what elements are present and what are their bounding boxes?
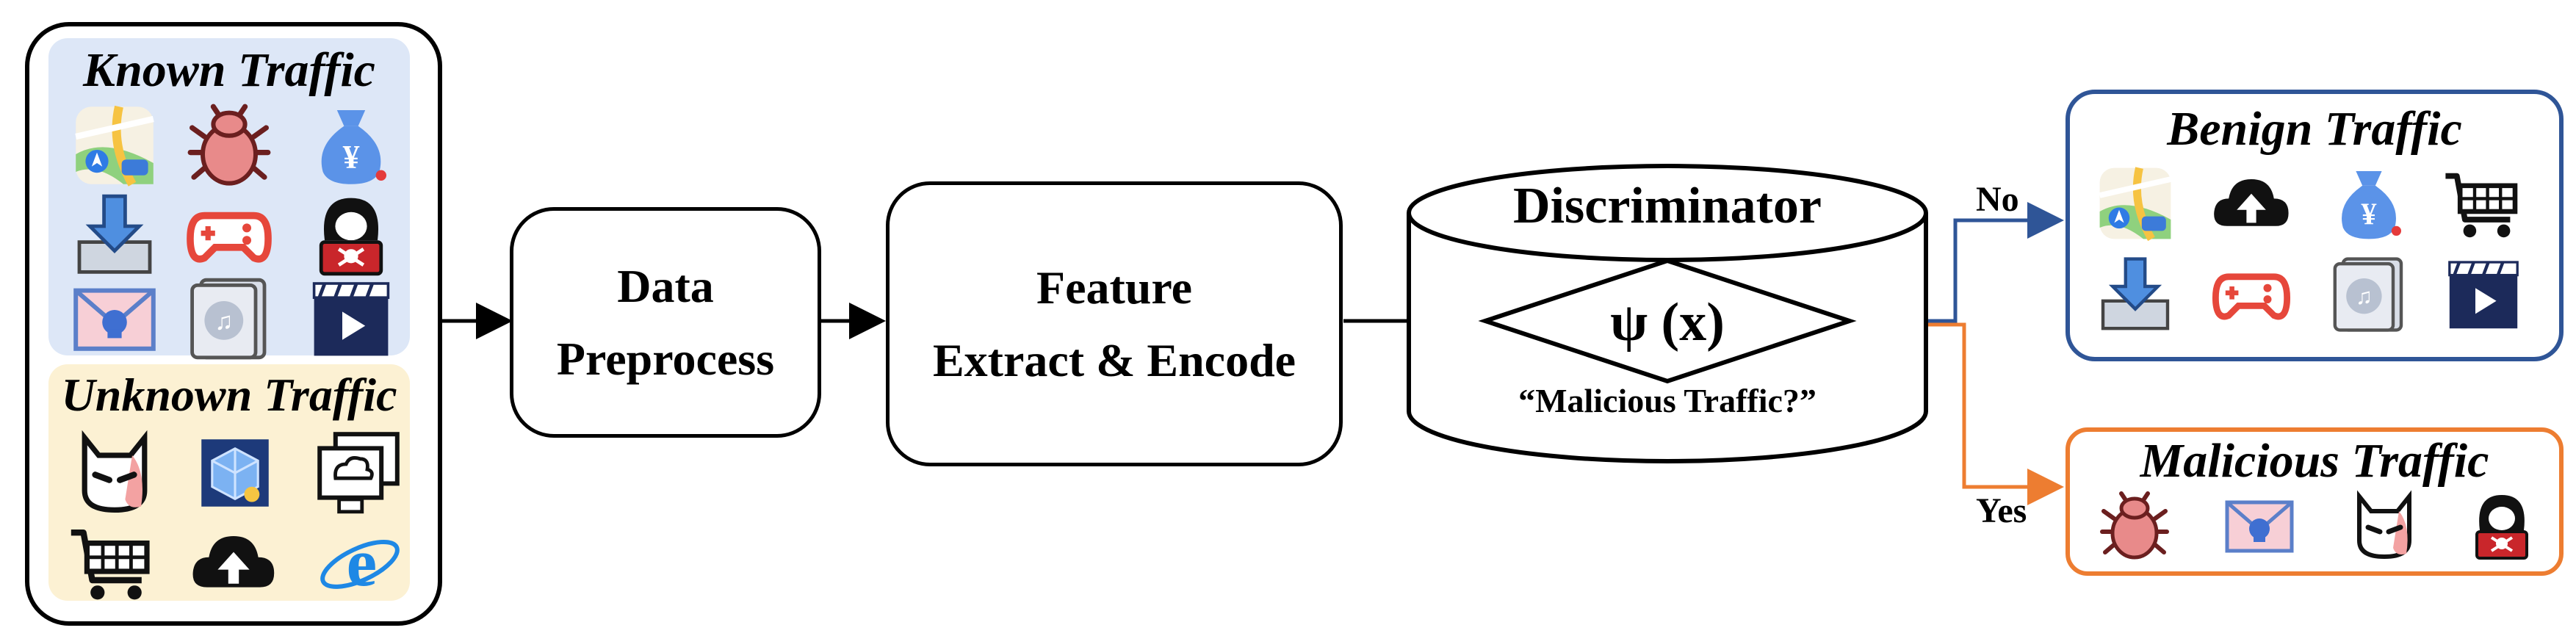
discriminator-title: Discriminator	[1513, 178, 1822, 234]
discriminator-function: ψ (x)	[1610, 292, 1725, 353]
mail-skull-icon	[2223, 489, 2296, 563]
maps-app-icon	[71, 101, 159, 189]
internet-explorer-icon	[316, 518, 404, 607]
data-preprocess-box: Data Preprocess	[510, 207, 821, 438]
malicious-traffic-title: Malicious Traffic	[2140, 434, 2489, 488]
hacker-icon	[307, 191, 395, 279]
hacker-icon	[2465, 489, 2539, 563]
bug-icon	[185, 101, 273, 189]
cloud-upload-icon	[2211, 163, 2292, 244]
music-app-icon	[185, 275, 273, 363]
mail-skull-icon	[71, 275, 159, 363]
devil-face-icon	[71, 429, 159, 517]
devil-face-icon	[2348, 489, 2421, 563]
feature-extract-line1: Feature	[1036, 261, 1193, 314]
benign-traffic-title: Benign Traffic	[2167, 102, 2462, 156]
shopping-cart-icon	[2439, 163, 2527, 244]
bug-icon	[2098, 489, 2171, 563]
data-preprocess-line2: Preprocess	[556, 333, 775, 385]
video-player-icon	[307, 275, 395, 363]
discriminator-cylinder	[1407, 164, 1928, 463]
feature-extract-line2: Extract & Encode	[932, 334, 1296, 386]
yes-branch-label: Yes	[1976, 491, 2027, 530]
maps-app-icon	[2095, 163, 2176, 244]
shopping-cart-icon	[68, 518, 156, 607]
cloud-upload-icon	[190, 518, 278, 607]
remote-desktop-icon	[314, 429, 403, 517]
known-traffic-title: Known Traffic	[83, 43, 375, 97]
video-player-icon	[2443, 254, 2524, 335]
gamepad-icon	[2211, 254, 2292, 335]
money-bag-icon	[2328, 163, 2409, 244]
discriminator-question: “Malicious Traffic?”	[1518, 382, 1816, 419]
gamepad-icon	[185, 191, 273, 279]
unknown-traffic-title: Unknown Traffic	[61, 369, 397, 421]
feature-extract-box: Feature Extract & Encode	[886, 181, 1343, 466]
no-branch-label: No	[1976, 180, 2019, 219]
discriminator-diamond	[1478, 258, 1857, 384]
download-tray-icon	[71, 191, 159, 279]
music-app-icon	[2328, 254, 2409, 335]
download-tray-icon	[2095, 254, 2176, 335]
money-bag-icon	[307, 101, 395, 189]
data-preprocess-line1: Data	[617, 259, 714, 312]
network-cube-icon	[197, 435, 273, 511]
